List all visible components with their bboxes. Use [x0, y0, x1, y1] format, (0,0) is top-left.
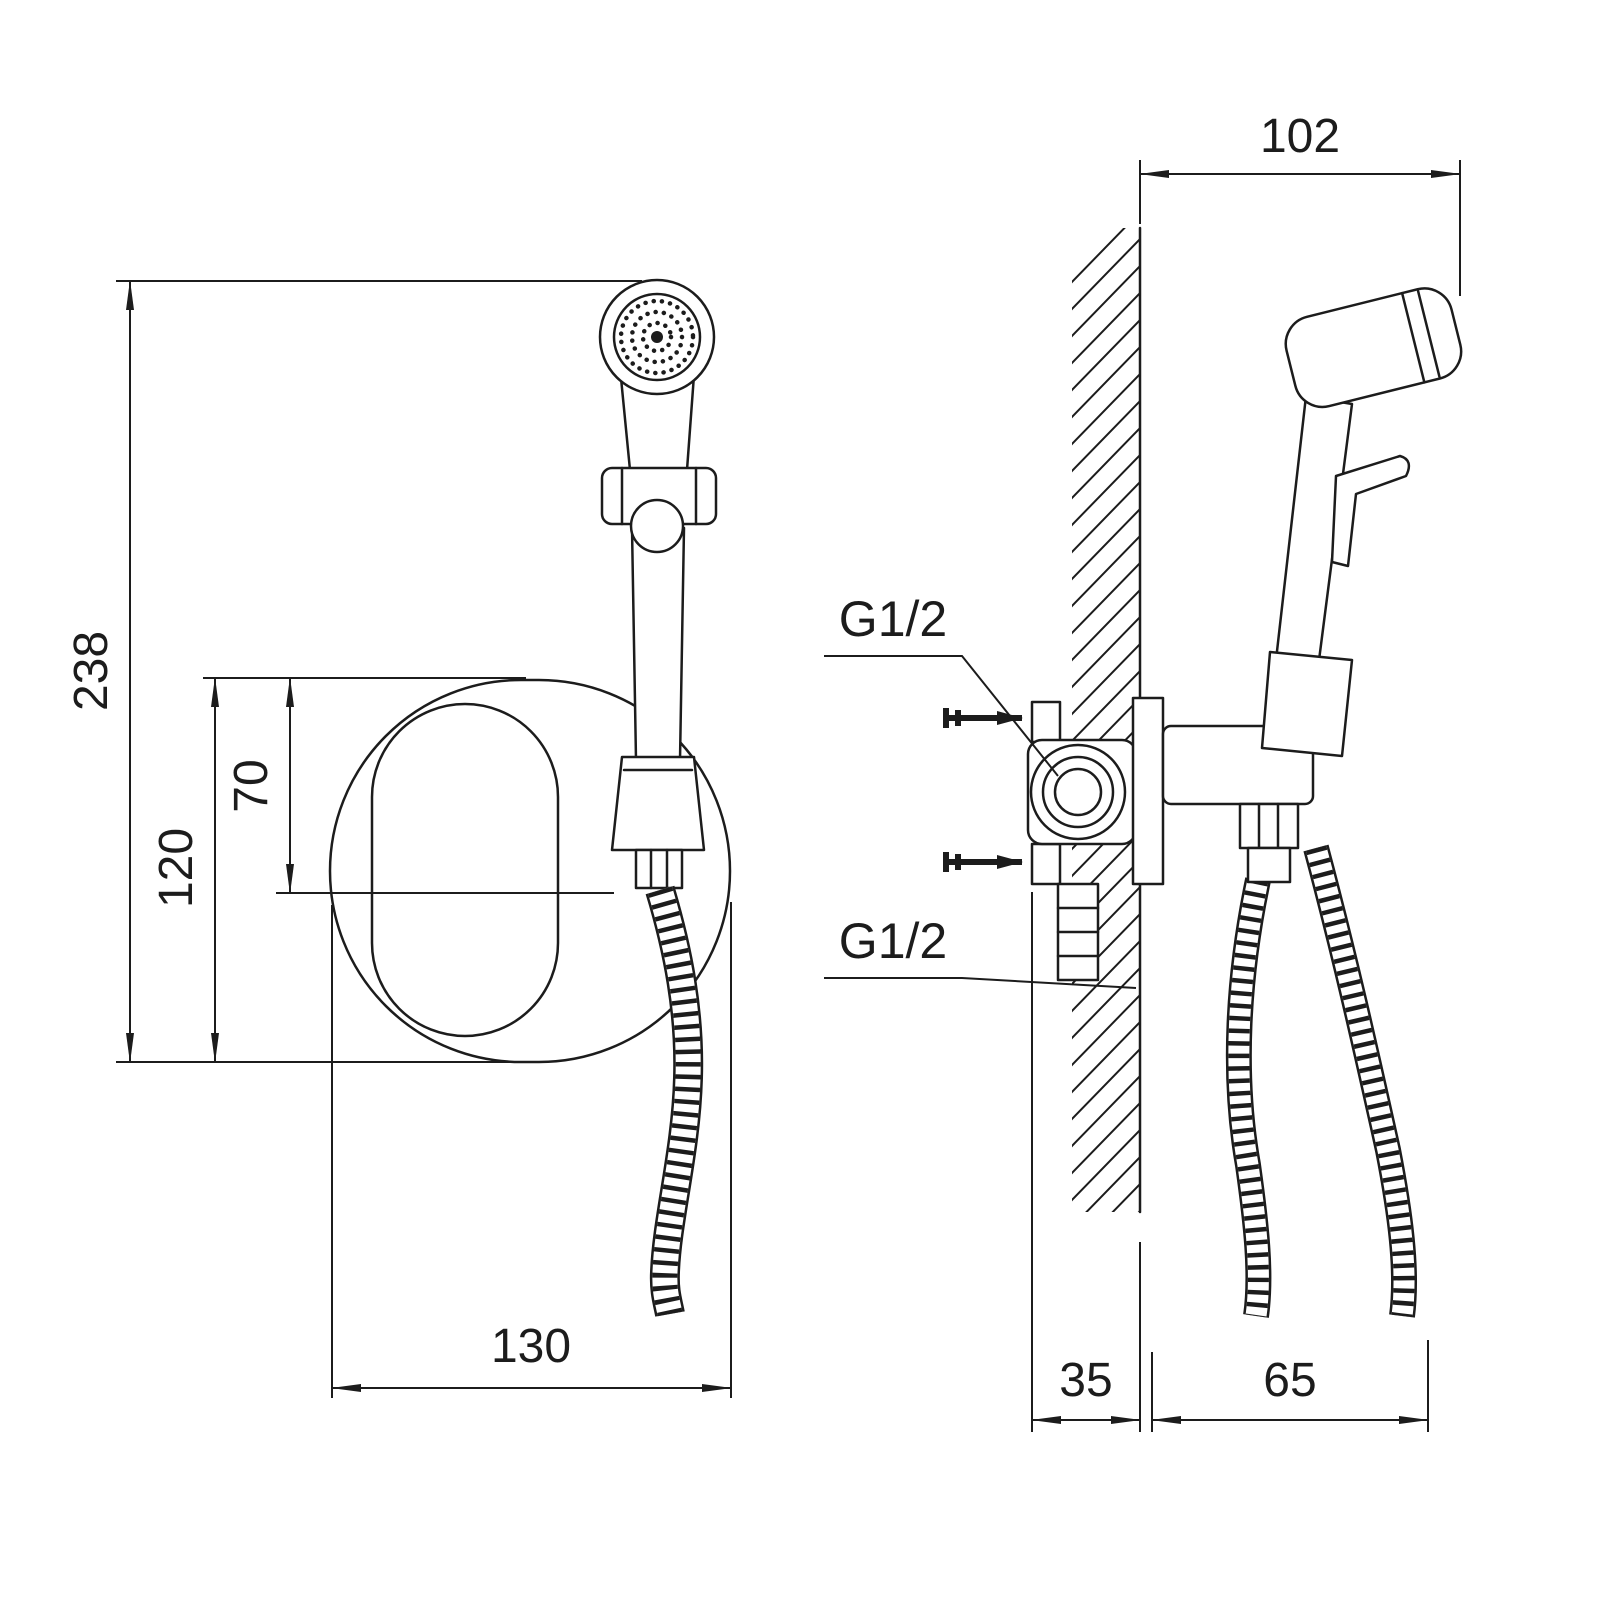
pivot-ball	[629, 498, 685, 554]
face-band	[1400, 291, 1426, 384]
mounting-screw-top	[943, 708, 1023, 728]
hose-connector	[1246, 846, 1292, 884]
hose-strand-right	[1305, 845, 1415, 1318]
inlet-circle-inner	[1053, 767, 1103, 817]
thread-leader-top	[824, 655, 1059, 777]
front-view	[328, 278, 732, 1317]
shower-head-side	[1284, 287, 1463, 409]
spray-center-dot	[651, 331, 663, 343]
thread-label-bottom: G1/2	[824, 913, 1137, 989]
side-view	[943, 226, 1463, 1318]
holder-cup-side	[1260, 650, 1354, 758]
thread-label-bottom-text: G1/2	[839, 913, 947, 969]
shower-hose	[648, 886, 701, 1317]
thread-label-top: G1/2	[824, 591, 1059, 777]
dim-total-depth: 102	[1139, 110, 1461, 296]
spray-dots-ring	[618, 298, 696, 376]
dim-total-height: 238	[65, 280, 642, 1063]
mixer-lever	[370, 702, 560, 1038]
dim-holder-offset: 70	[225, 677, 614, 894]
mounting-screw-bottom	[943, 852, 1023, 872]
fitting-lug-bottom	[1030, 842, 1062, 886]
spray-dots-ring	[629, 309, 685, 365]
dim-label-plate-height: 120	[150, 828, 203, 908]
dim-label-total-height: 238	[65, 631, 118, 711]
dim-label-holder-offset: 70	[225, 759, 278, 812]
inlet-circle-outer	[1029, 743, 1127, 841]
dimensions-side: 102 35 65 G1/2 G1/2	[824, 110, 1461, 1432]
hose-nut	[634, 848, 684, 890]
thread-label-top-text: G1/2	[839, 591, 947, 647]
shower-handle	[630, 526, 686, 762]
head-body	[1284, 287, 1463, 409]
dim-off-wall-depth: 65	[1151, 1340, 1429, 1432]
trigger-lever	[1330, 454, 1411, 568]
dim-plate-height: 120	[150, 677, 526, 1063]
thread-leader-bottom	[824, 977, 1137, 989]
escutcheon	[1131, 696, 1165, 886]
dim-label-plate-width: 130	[491, 1320, 571, 1373]
dim-label-off-wall-depth: 65	[1263, 1354, 1316, 1407]
dim-label-in-wall-depth: 35	[1059, 1354, 1112, 1407]
fitting-lug-top	[1030, 700, 1062, 744]
inlet-circle-mid	[1041, 755, 1115, 829]
shower-holder	[610, 755, 706, 852]
hose-strand-left	[1228, 877, 1269, 1318]
dimensions-front: 238 120 70 130	[65, 280, 732, 1398]
hose-nut-side	[1238, 802, 1300, 850]
dim-plate-width: 130	[331, 902, 732, 1398]
face-band	[1416, 289, 1441, 378]
spray-face	[612, 292, 702, 382]
spray-dots-ring	[640, 320, 674, 354]
dim-label-total-depth: 102	[1260, 110, 1340, 163]
